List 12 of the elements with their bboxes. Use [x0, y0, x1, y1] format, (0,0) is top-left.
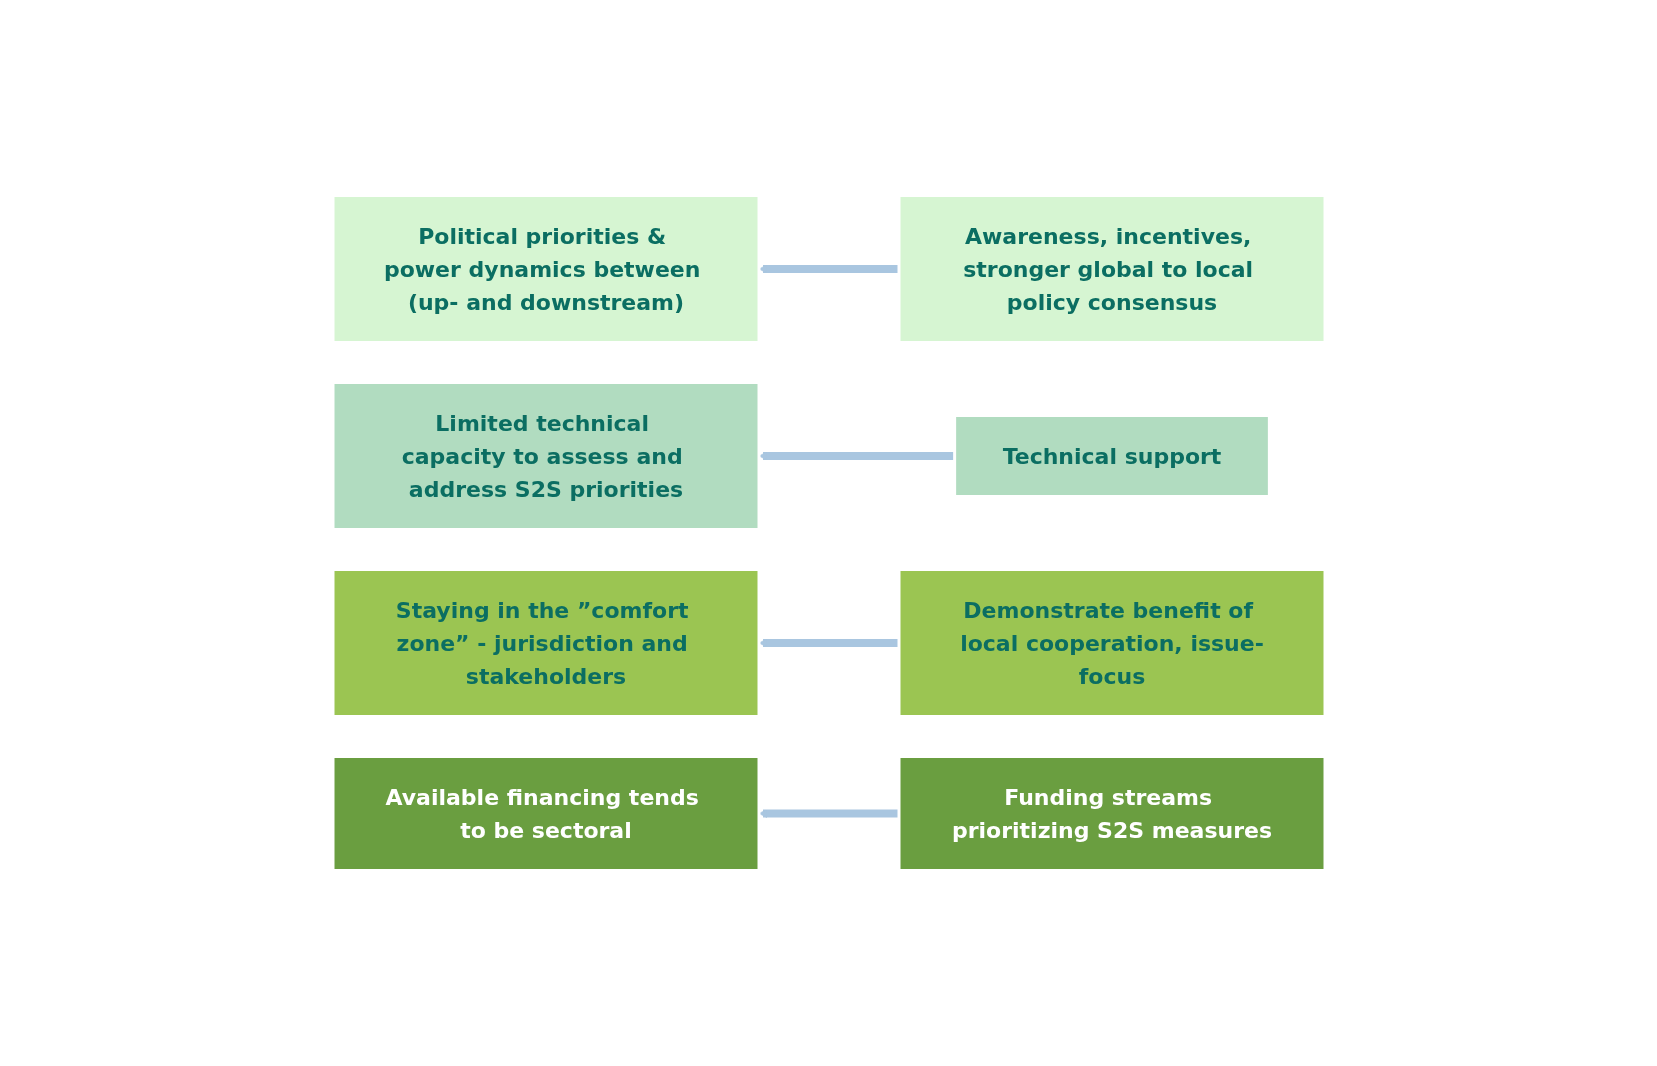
arrow	[758, 451, 955, 461]
node-box: Political priorities & power dynamics between (up- and downstream)	[331, 194, 760, 344]
node-box: Awareness, incentives, stronger global to local policy consensus	[897, 194, 1326, 344]
arrow	[758, 264, 899, 274]
node-box: Limited technical capacity to assess and address S2S priorities	[331, 381, 760, 531]
arrow	[758, 638, 899, 648]
node-box: Technical support	[952, 414, 1271, 498]
node-box: Staying in the ”comfort zone” - jurisdiction and stakeholders	[331, 568, 760, 718]
node-box: Demonstrate benefit of local cooperation, issue-focus	[897, 568, 1326, 718]
node-box: Funding streams prioritizing S2S measures	[897, 755, 1326, 872]
node-box: Available financing tends to be sectoral	[331, 755, 760, 872]
arrow	[758, 809, 899, 818]
